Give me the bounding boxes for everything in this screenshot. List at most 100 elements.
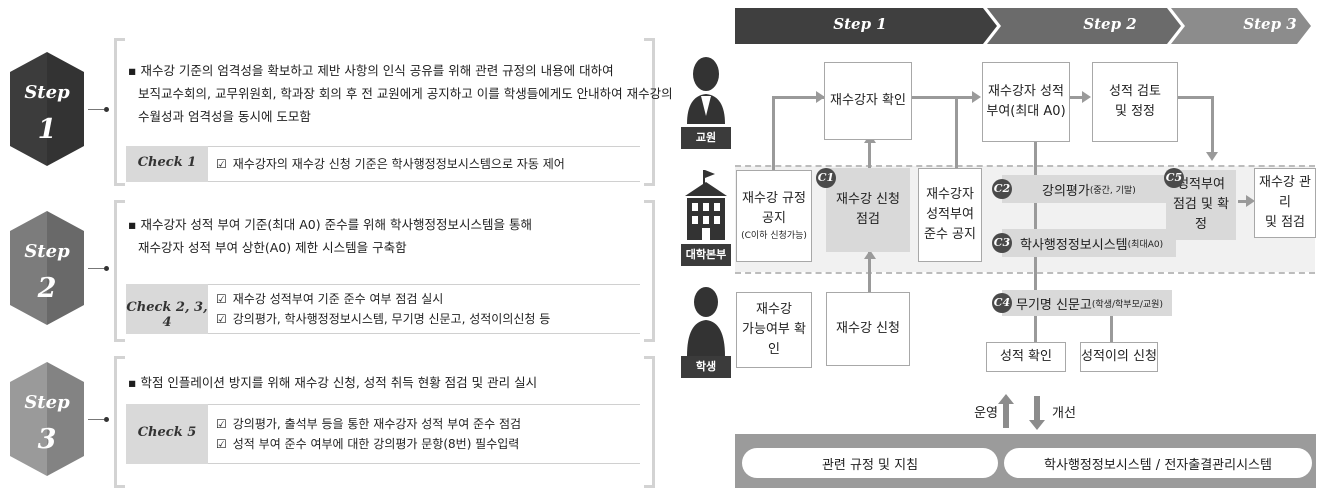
flow-line (1070, 96, 1084, 99)
step-2-check-label-bg (126, 284, 208, 334)
operate-improve-arrows (998, 394, 1045, 430)
badge-c4: C4 (992, 293, 1012, 313)
bracket-left (114, 38, 125, 186)
step-1-check-label-bg (126, 146, 208, 182)
step-header-chevrons (735, 8, 1311, 44)
header-step-3: Step 3 (1243, 15, 1297, 33)
flow-line (772, 96, 824, 99)
step-2-number: 2 (37, 273, 57, 304)
step-3-check-label: Check 5 (137, 425, 197, 440)
box-grade-appeal: 성적이의 신청 (1080, 342, 1158, 372)
zone-divider (735, 272, 1315, 274)
badge-c1: C1 (816, 168, 836, 188)
label-improve: 개선 (1052, 406, 1076, 421)
step-connector (88, 109, 104, 110)
step-3-check-area (208, 404, 640, 464)
checkbox-icon: ☑ (216, 157, 227, 171)
step-1-text-line: 보직교수회의, 교무위원회, 학과장 회의 후 전 교원에게 공지하고 이를 학… (138, 86, 673, 101)
checkbox-icon: ☑ (216, 437, 227, 451)
step-2-text-line: 재수강자 성적 부여 상한(A0) 제한 시스템을 구축함 (138, 240, 407, 255)
bracket-left (114, 200, 125, 342)
badge-c5: C5 (1164, 168, 1184, 188)
zone-divider (735, 165, 1315, 167)
bracket-left (114, 356, 125, 488)
step-connector-dot (104, 107, 109, 112)
arrow-head (972, 91, 981, 103)
badge-c3: C3 (992, 233, 1012, 253)
step-3-check-label-bg (126, 404, 208, 464)
box-confirm-retaker: 재수강자 확인 (824, 62, 912, 140)
flow-line (868, 140, 871, 168)
arrow-head (1082, 91, 1091, 103)
arrow-head (816, 91, 825, 103)
header-step-1: Step 1 (833, 15, 887, 33)
box-grade-confirm: 성적 확인 (986, 342, 1066, 372)
step-1-hexagon: Step 1 (10, 50, 88, 168)
building-icon (685, 170, 727, 240)
arrow-head (1206, 152, 1218, 161)
role-student: 학생 (681, 356, 731, 378)
role-professor: 교원 (681, 127, 731, 149)
step-2-check-item: ☑ 강의평가, 학사행정정보시스템, 무기명 신문고, 성적이의신청 등 (216, 309, 550, 329)
step-3-check-item: ☑강의평가, 출석부 등을 통한 재수강자 성적 부여 준수 점검 (216, 414, 521, 434)
step-connector-dot (104, 266, 109, 271)
step-1-check-label: Check 1 (137, 155, 197, 170)
step-1-check-item: ☑ 재수강자의 재수강 신청 기준은 학사행정정보시스템으로 자동 제어 (216, 154, 565, 174)
checkbox-icon: ☑ (216, 417, 227, 431)
step-2-check-area (208, 284, 640, 334)
step-1-text-line: 수월성과 엄격성을 동시에 도모함 (138, 109, 311, 124)
bar-anonymous-petition: 무기명 신문고(학생/학부모/교원) (1002, 290, 1172, 316)
label-operate: 운영 (974, 406, 998, 421)
step-2-hexagon: Step 2 (10, 209, 88, 327)
step-2-check-label: Check 2, 3, 4 (126, 300, 208, 330)
arrow-head (1246, 195, 1255, 207)
header-step-2: Step 2 (1083, 15, 1137, 33)
professor-icon (687, 57, 725, 124)
box-apply: 재수강 신청 (826, 292, 910, 366)
check-item-text: 강의평가, 학사행정정보시스템, 무기명 신문고, 성적이의신청 등 (232, 312, 551, 326)
flow-line (868, 252, 871, 292)
badge-c2: C2 (992, 179, 1012, 199)
flow-line (772, 96, 775, 170)
checkbox-icon: ☑ (216, 312, 227, 326)
step-1-check-area (208, 146, 640, 182)
checkbox-icon: ☑ (216, 292, 227, 306)
arrow-head (864, 250, 876, 259)
check-item-text: 재수강 성적부여 기준 준수 여부 점검 실시 (232, 292, 444, 306)
bar-academic-system: 학사행정정보시스템(최대A0) (1002, 229, 1176, 257)
step-connector-dot (104, 417, 109, 422)
step-3-word: Step (24, 392, 70, 413)
step-1-number: 1 (37, 114, 57, 145)
role-headquarters: 대학본부 (681, 244, 731, 266)
bracket-right (644, 38, 655, 186)
flow-line (1110, 314, 1113, 344)
pill-regulations: 관련 규정 및 지침 (742, 448, 998, 478)
check-item-text: 성적 부여 준수 여부에 대한 강의평가 문항(8번) 필수입력 (232, 437, 520, 451)
step-3-text-line: ▪ 학점 인플레이션 방지를 위해 재수강 신청, 성적 취득 현황 점검 및 … (128, 375, 538, 390)
step-2-word: Step (24, 241, 70, 262)
bracket-right (644, 356, 655, 488)
step-connector (88, 419, 104, 420)
step-2-text-line: ▪ 재수강자 성적 부여 기준(최대 A0) 준수를 위해 학사행정정보시스템을… (128, 217, 532, 232)
flow-line (1238, 200, 1248, 203)
student-icon (687, 287, 725, 356)
flow-line (955, 96, 958, 168)
step-3-hexagon: Step 3 (10, 360, 88, 478)
pill-systems: 학사행정정보시스템 / 전자출결관리시스템 (1004, 448, 1312, 478)
check-item-text: 재수강자의 재수강 신청 기준은 학사행정정보시스템으로 자동 제어 (232, 157, 565, 171)
flow-line (1211, 96, 1214, 154)
step-2-check-item: ☑ 재수강 성적부여 기준 준수 여부 점검 실시 (216, 289, 443, 309)
step-1-text-line: ▪ 재수강 기준의 엄격성을 확보하고 제반 사항의 인식 공유를 위해 관련 … (128, 63, 614, 78)
flow-line (912, 96, 974, 99)
step-3-check-item: ☑ 성적 부여 준수 여부에 대한 강의평가 문항(8번) 필수입력 (216, 434, 519, 454)
step-1-word: Step (24, 82, 70, 103)
step-3-number: 3 (37, 424, 57, 455)
